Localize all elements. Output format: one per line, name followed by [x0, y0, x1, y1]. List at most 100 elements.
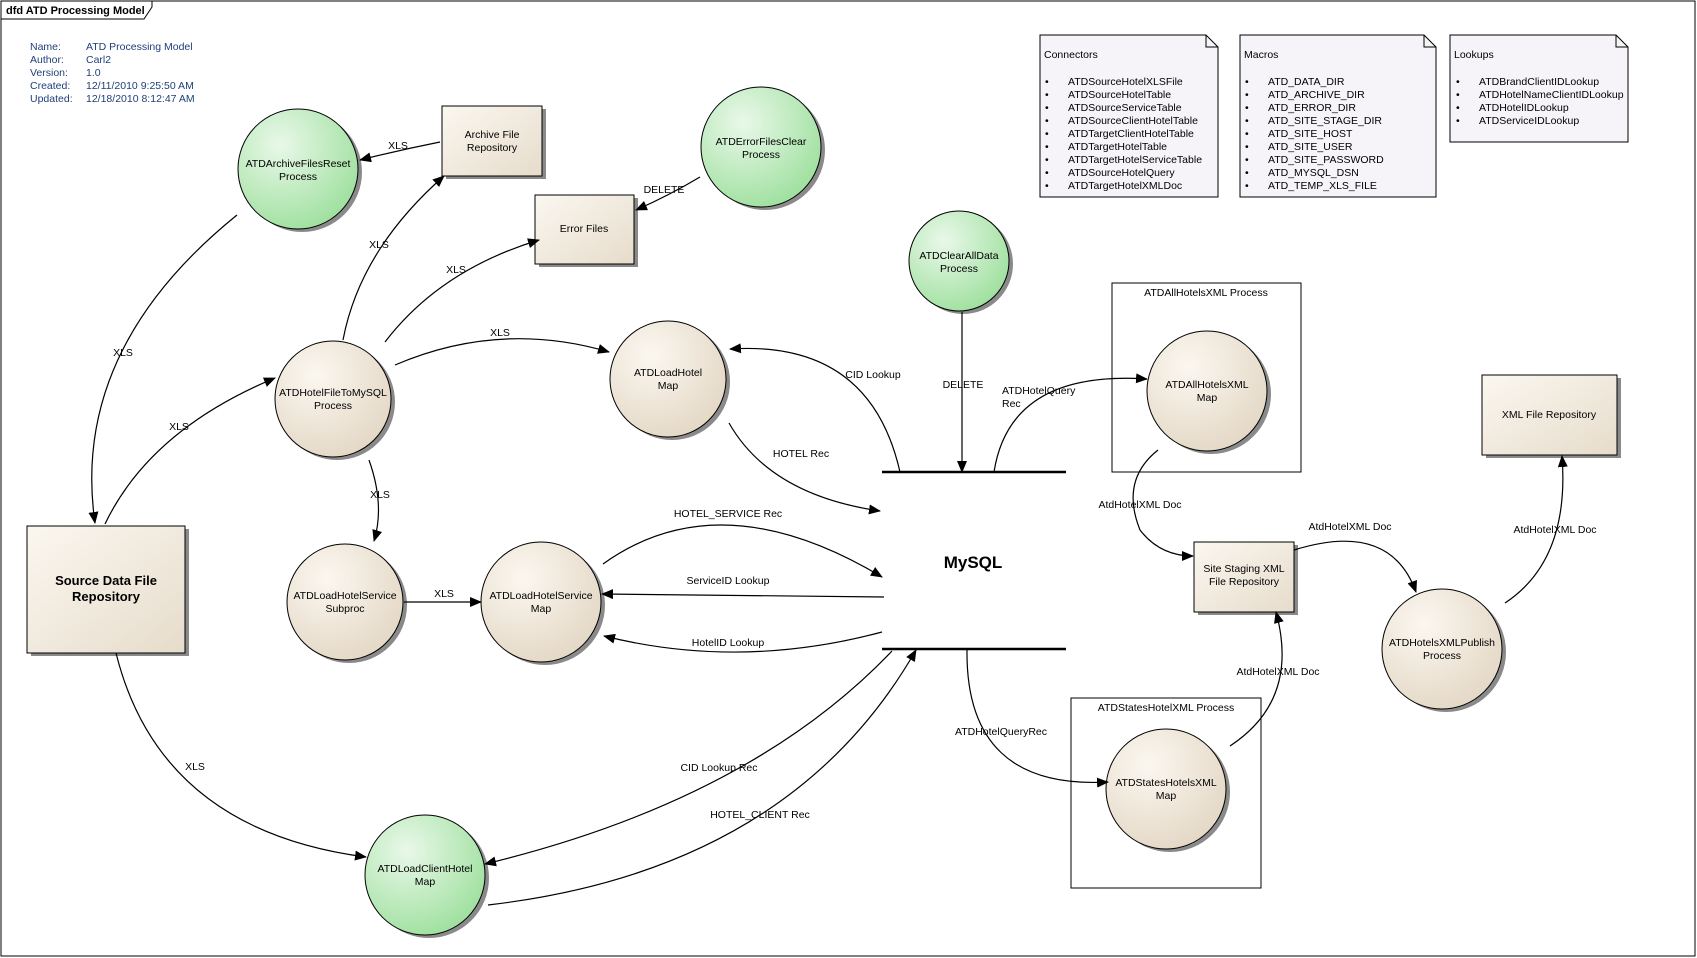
store-source-data-file-repository[interactable]: Source Data File Repository	[26, 525, 189, 656]
svg-text:•: •	[1045, 115, 1049, 127]
svg-text:•: •	[1245, 154, 1249, 166]
meta-value: Carl2	[86, 54, 111, 66]
process-clear-all-data[interactable]: ATDClearAllData Process	[908, 210, 1013, 314]
svg-text:•: •	[1045, 89, 1049, 101]
note-item: ATDSourceHotelTable	[1068, 89, 1171, 101]
flow-source-to-client	[115, 652, 367, 861]
flow-labels: XLS DELETE XLS XLS XLS XLS XLS XLS XLS C…	[113, 140, 1596, 821]
note-connectors[interactable]: Connectors •ATDSourceHotelXLSFile •ATDSo…	[1039, 34, 1219, 198]
flow-label: ServiceID Lookup	[687, 575, 770, 587]
process-label: ATDAllHotelsXML	[1165, 379, 1248, 391]
metadata-block: Name: ATD Processing Model Author: Carl2…	[30, 41, 195, 105]
process-label: ATDStatesHotelsXML	[1115, 777, 1216, 789]
flow-label: DELETE	[943, 379, 984, 391]
process-hotels-xml-publish[interactable]: ATDHotelsXMLPublish Process	[1381, 588, 1506, 712]
mysql-datastore[interactable]: MySQL	[882, 470, 1066, 651]
flow-hotel-query-rec-states	[966, 648, 1109, 788]
note-items: • ATDSourceHotelXLSFile • ATDSourceHotelTa…	[1045, 76, 1202, 192]
note-item: ATDBrandClientIDLookup	[1479, 76, 1599, 88]
process-label: ATDLoadHotel	[634, 367, 702, 379]
svg-text:•: •	[1045, 141, 1049, 153]
process-archive-files-reset[interactable]: ATDArchiveFilesReset Process	[237, 108, 362, 232]
process-label: Map	[658, 380, 679, 392]
process-label: ATDArchiveFilesReset	[246, 158, 351, 170]
process-label: ATDHotelFileToMySQL	[279, 387, 387, 399]
note-item: ATDServiceIDLookup	[1479, 115, 1579, 127]
flow-label: Rec	[1002, 398, 1021, 410]
note-macros[interactable]: Macros •ATD_DATA_DIR •ATD_ARCHIVE_DIR •A…	[1239, 34, 1437, 198]
boundary-all-hotels-xml[interactable]: ATDAllHotelsXML Process	[1111, 282, 1302, 473]
meta-value: ATD Processing Model	[86, 41, 193, 53]
store-xml-file-repository[interactable]: XML File Repository	[1481, 374, 1621, 458]
flow-label: XLS	[446, 264, 466, 276]
flow-label: HOTEL_CLIENT Rec	[710, 809, 810, 821]
svg-text:•: •	[1245, 115, 1249, 127]
meta-value: 12/11/2010 9:25:50 AM	[86, 80, 194, 92]
svg-text:•: •	[1245, 128, 1249, 140]
process-label: Process	[940, 263, 978, 275]
frame-title-tab	[0, 0, 153, 20]
meta-label: Created:	[30, 80, 70, 92]
flow-hotel-service-rec	[602, 524, 883, 578]
process-error-files-clear[interactable]: ATDErrorFilesClear Process	[700, 86, 825, 210]
process-hotel-file-to-mysql[interactable]: ATDHotelFileToMySQL Process	[274, 340, 395, 460]
flow-label: XLS	[169, 421, 189, 433]
process-label: ATDLoadHotelService	[489, 590, 592, 602]
svg-text:•: •	[1456, 89, 1460, 101]
flow-hotelfile-to-error	[384, 238, 540, 343]
note-item: ATDTargetHotelTable	[1068, 141, 1167, 153]
meta-value: 1.0	[86, 67, 101, 79]
process-all-hotels-xml-map[interactable]: ATDAllHotelsXML Map	[1146, 330, 1271, 454]
note-item: ATD_TEMP_XLS_FILE	[1268, 180, 1377, 192]
flow-hotel-query-rec	[993, 373, 1148, 473]
process-load-hotel-service-map[interactable]: ATDLoadHotelService Map	[480, 541, 605, 665]
flow-label: XLS	[388, 140, 408, 152]
svg-text:•: •	[1456, 102, 1460, 114]
store-site-staging-xml[interactable]: Site Staging XML File Repository	[1193, 541, 1298, 615]
flow-hotelfile-to-loadhotel	[394, 338, 610, 366]
mysql-label: MySQL	[944, 553, 1003, 572]
note-item: ATD_ERROR_DIR	[1268, 102, 1356, 114]
store-label: Archive File	[465, 129, 520, 141]
process-label: ATDClearAllData	[919, 250, 998, 262]
flow-label: AtdHotelXML Doc	[1513, 524, 1596, 536]
flow-label: CID Lookup Rec	[680, 762, 757, 774]
store-label: XML File Repository	[1502, 409, 1597, 421]
process-label: Map	[415, 876, 436, 888]
flow-label: ATDHotelQueryRec	[955, 726, 1047, 738]
flow-label: XLS	[490, 327, 510, 339]
process-label: ATDLoadClientHotel	[378, 863, 473, 875]
flow-label: XLS	[369, 239, 389, 251]
process-label: Process	[742, 149, 780, 161]
frame-title: dfd ATD Processing Model	[6, 5, 145, 17]
store-error-files[interactable]: Error Files	[534, 194, 638, 267]
process-load-client-hotel-map[interactable]: ATDLoadClientHotel Map	[364, 814, 489, 938]
note-item: ATD_SITE_PASSWORD	[1268, 154, 1384, 166]
flow-hotelfile-to-subproc	[368, 459, 382, 542]
flow-label: XLS	[185, 761, 205, 773]
note-item: ATDSourceHotelXLSFile	[1068, 76, 1183, 88]
flows	[88, 141, 1568, 906]
process-load-hotel-map[interactable]: ATDLoadHotel Map	[609, 320, 730, 440]
note-item: ATDTargetHotelXMLDoc	[1068, 180, 1182, 192]
flow-source-to-hotelfile	[104, 377, 276, 525]
svg-text:•: •	[1456, 76, 1460, 88]
flow-cid-lookup	[729, 343, 901, 473]
store-archive-file-repository[interactable]: Archive File Repository	[441, 105, 546, 179]
process-load-hotel-service-subproc[interactable]: ATDLoadHotelService Subproc	[286, 543, 407, 663]
flow-serviceid-lookup	[601, 589, 885, 600]
boundary-states-hotel-xml[interactable]: ATDStatesHotelXML Process	[1070, 697, 1262, 889]
flow-reset-to-source	[88, 214, 238, 524]
process-label: ATDErrorFilesClear	[716, 136, 807, 148]
process-label: Map	[531, 603, 552, 615]
store-label: Repository	[72, 589, 141, 604]
meta-label: Author:	[30, 54, 64, 66]
process-states-hotels-xml-map[interactable]: ATDStatesHotelsXML Map	[1105, 728, 1230, 852]
flow-label: XLS	[113, 347, 133, 359]
flow-label: HOTEL Rec	[773, 448, 829, 460]
svg-text:•: •	[1456, 115, 1460, 127]
note-lookups[interactable]: Lookups •ATDBrandClientIDLookup •ATDHote…	[1449, 34, 1629, 143]
note-items: •ATDBrandClientIDLookup •ATDHotelNameCli…	[1456, 76, 1624, 127]
